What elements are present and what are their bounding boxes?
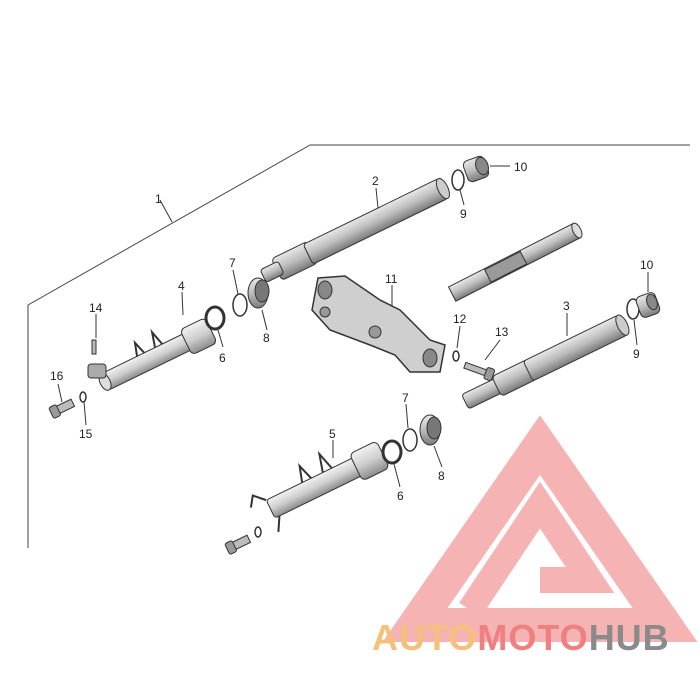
washer-15 [79,391,87,403]
clip-7-upper [232,293,248,317]
callout-10-top: 10 [514,160,528,174]
callout-7-upper: 7 [229,256,236,270]
steering-stem [447,222,583,302]
callout-5: 5 [329,427,336,441]
fork-slider-lower [249,442,389,533]
watermark-auto: AUTO [372,617,477,658]
assembly-bracket [27,144,690,548]
bracket-14-area [87,339,107,379]
washer-12 [452,350,460,362]
callout-9-top: 9 [460,207,467,221]
clip-7-lower [402,428,418,452]
triple-clamp [311,275,446,373]
seal-6-lower [381,439,403,465]
callout-14: 14 [89,301,103,315]
cap-10-right [635,292,661,318]
bolt-lower [224,534,252,555]
watermark-text: AUTOMOTOHUB [372,617,670,658]
callout-8-upper: 8 [263,331,270,345]
callout-6-lower: 6 [397,489,404,503]
callout-13: 13 [495,325,509,339]
fork-slider-upper [98,318,217,391]
callout-10-right: 10 [640,258,654,272]
bolt-13 [463,361,496,382]
watermark-hub: HUB [589,617,670,658]
callout-12: 12 [453,312,467,326]
callout-11: 11 [385,272,398,286]
ring-9-top [451,169,465,191]
callout-6-upper: 6 [219,351,226,365]
seal-8-lower [419,414,442,446]
callout-3: 3 [563,299,570,313]
callout-16: 16 [50,369,64,383]
callout-labels: 1 2 3 4 5 6 6 7 7 8 8 9 9 10 10 11 12 13… [50,160,654,503]
fork-tube-left [260,177,450,283]
svg-text:AUTOMOTOHUB: AUTOMOTOHUB [372,617,670,658]
watermark-logo [382,415,698,642]
bolt-16 [48,398,76,419]
callout-9-right: 9 [633,347,640,361]
leader-lines [57,165,649,488]
callout-8-lower: 8 [438,469,445,483]
callout-7-lower: 7 [402,391,409,405]
callout-1: 1 [155,192,162,206]
callout-4: 4 [178,279,185,293]
callout-2: 2 [372,174,379,188]
callout-15: 15 [79,427,93,441]
washer-lower [254,526,262,538]
seal-8-upper [247,277,270,309]
watermark-moto: MOTO [477,617,588,658]
cap-10-top [462,155,490,183]
fork-tube-right [462,314,630,409]
seal-6-upper [204,305,226,331]
